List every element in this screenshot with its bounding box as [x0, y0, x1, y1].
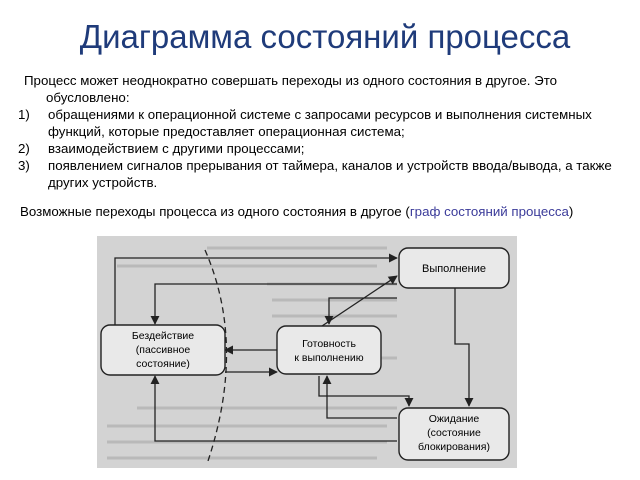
state-execution-label: Выполнение [422, 263, 486, 275]
list-item-number: 3) [18, 158, 30, 173]
list-item-text: появлением сигналов прерывания от таймер… [48, 158, 612, 190]
intro-lead: Процесс может неоднократно совершать пер… [24, 73, 558, 88]
state-idle-label-2: (пассивное [136, 344, 191, 356]
state-waiting-box [398, 407, 510, 461]
caption-close: ) [568, 204, 574, 219]
intro-paragraph: Процесс может неоднократно совершать пер… [24, 72, 614, 106]
state-execution-box [398, 247, 510, 289]
intro-continuation: обусловлено: [46, 90, 130, 105]
state-ready-label-1: Готовность [302, 338, 356, 350]
diagram-caption: Возможные переходы процесса из одного со… [20, 204, 630, 219]
list-item-number: 1) [18, 107, 30, 122]
list-item: 3) появлением сигналов прерывания от тай… [18, 157, 618, 191]
list-item-text: взаимодействием с другими процессами; [48, 141, 305, 156]
state-diagram-image: Выполнение Бездействие (пассивное состоя… [97, 236, 517, 468]
state-waiting-label-3: блокирования) [418, 441, 490, 453]
state-waiting-label-1: Ожидание [429, 413, 480, 425]
state-idle-label-1: Бездействие [132, 330, 194, 342]
transition-arrows [114, 253, 474, 442]
state-ready-label-2: к выполнению [294, 352, 363, 364]
state-waiting-label-2: (состояние [427, 427, 481, 439]
list-item-text: обращениями к операционной системе с зап… [48, 107, 592, 139]
list-item: 1) обращениями к операционной системе с … [18, 106, 618, 140]
list-item-number: 2) [18, 141, 30, 156]
list-item: 2) взаимодействием с другими процессами; [18, 140, 618, 157]
reasons-list: 1) обращениями к операционной системе с … [18, 106, 618, 191]
state-idle-label-3: состояние) [136, 358, 190, 370]
state-idle-box [100, 324, 226, 376]
caption-accent: граф состояний процесса [409, 204, 569, 219]
caption-text: Возможные переходы процесса из одного со… [20, 204, 410, 219]
state-ready-box [276, 325, 382, 375]
state-diagram: Выполнение Бездействие (пассивное состоя… [100, 246, 510, 465]
page-title: Диаграмма состояний процесса [79, 18, 571, 55]
